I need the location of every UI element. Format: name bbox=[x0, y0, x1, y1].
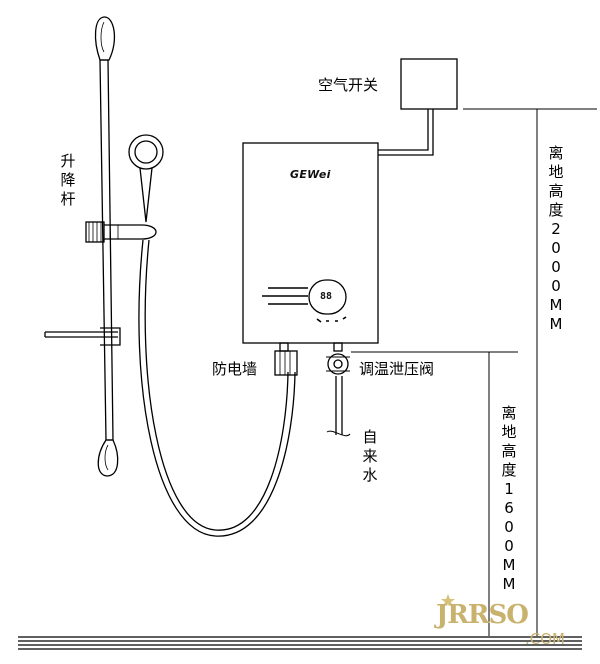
watermark-suffix: .COM bbox=[525, 630, 565, 648]
shower-hose bbox=[138, 239, 296, 537]
height-lines bbox=[351, 108, 597, 636]
watermark-logo: JRRSO bbox=[436, 600, 529, 630]
heater-display: 88 bbox=[320, 291, 333, 302]
floor bbox=[18, 636, 582, 650]
tap-water-label: 自来水 bbox=[362, 428, 378, 484]
heater-brand-logo: GEWei bbox=[290, 168, 331, 181]
soap-shelf bbox=[44, 327, 121, 346]
watermark-star-icon bbox=[441, 594, 455, 607]
shower-head bbox=[128, 134, 164, 223]
height-2000-label: 离地高度2000MM bbox=[548, 144, 564, 333]
anti-shock-wall-label: 防电墙 bbox=[212, 360, 258, 378]
lift-rod-label: 升降杆 bbox=[60, 152, 76, 208]
temp-relief-valve-label: 调温泄压阀 bbox=[359, 360, 435, 378]
water-heater bbox=[242, 142, 379, 344]
slide-bracket bbox=[85, 221, 157, 243]
lift-rod bbox=[94, 16, 119, 477]
outlet-fitting bbox=[274, 342, 298, 376]
air-switch-label: 空气开关 bbox=[318, 76, 379, 94]
relief-valve bbox=[326, 342, 351, 437]
air-switch-box bbox=[378, 58, 458, 156]
height-1600-label: 离地高度1600MM bbox=[501, 404, 517, 593]
